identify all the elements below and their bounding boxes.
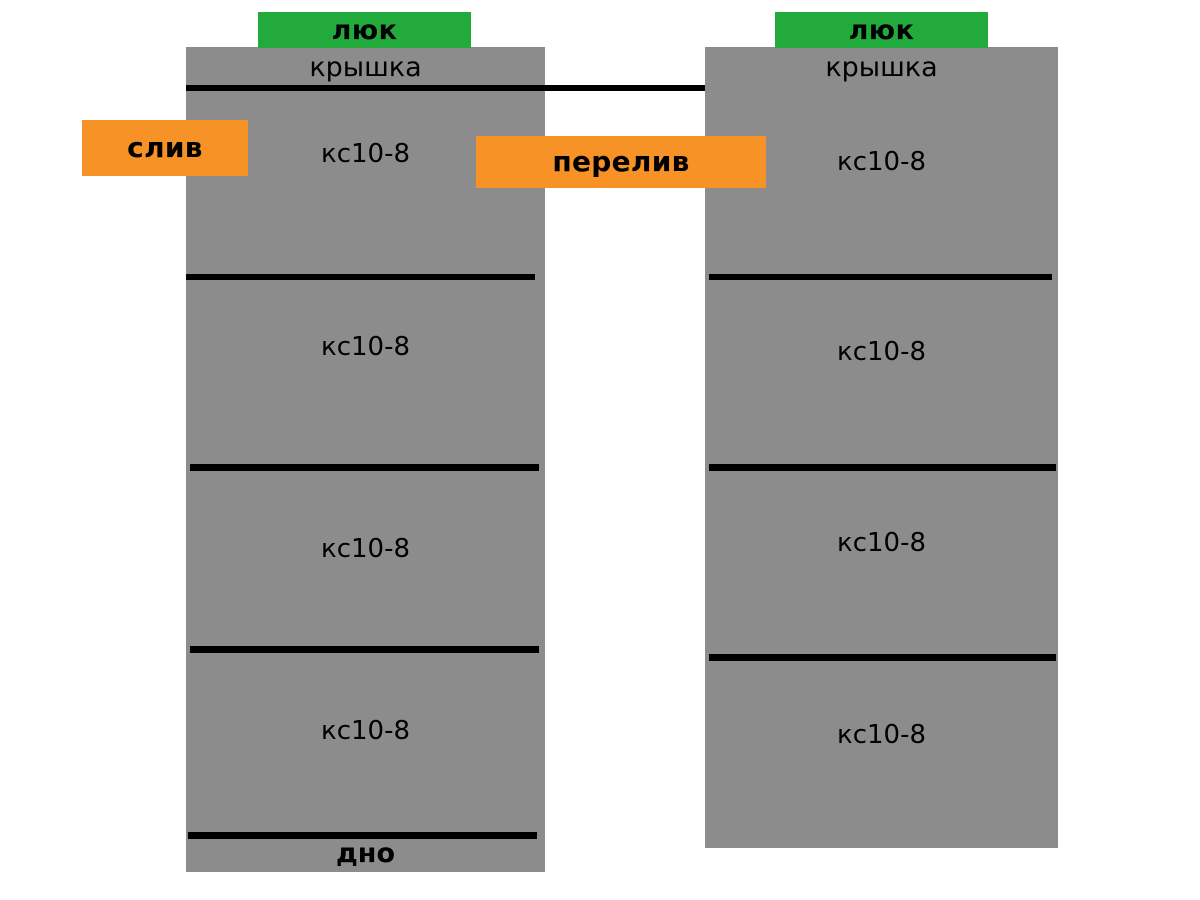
right-ring-divider-2 — [709, 274, 1052, 280]
right-ring-divider-4 — [709, 654, 1056, 661]
left-hatch: люк — [258, 12, 471, 48]
right-ring-label-4: кс10-8 — [836, 720, 926, 750]
drain-pipe: слив — [82, 120, 248, 176]
left-hatch-label: люк — [331, 14, 398, 46]
left-ring-divider-2 — [186, 274, 535, 280]
left-lid-label: крышка — [309, 52, 422, 83]
right-hatch: люк — [775, 12, 988, 48]
overflow-pipe: перелив — [476, 136, 766, 188]
left-ring-label-4: кс10-8 — [320, 716, 410, 746]
right-ring-label-2: кс10-8 — [836, 337, 926, 367]
left-ring-divider-3 — [190, 464, 539, 471]
right-ring-label-3: кс10-8 — [836, 528, 926, 558]
drain-pipe-label: слив — [127, 131, 203, 164]
left-bottom-divider — [188, 832, 537, 839]
overflow-pipe-label: перелив — [552, 145, 690, 178]
right-ring-divider-3 — [709, 464, 1056, 471]
right-ring-label-1: кс10-8 — [836, 147, 926, 177]
right-lid-label: крышка — [825, 52, 938, 83]
left-ring-label-3: кс10-8 — [320, 534, 410, 564]
left-bottom-label: дно — [335, 838, 395, 869]
left-ring-label-1: кс10-8 — [320, 139, 410, 169]
right-hatch-label: люк — [848, 14, 915, 46]
left-ring-divider-1 — [186, 85, 1052, 91]
left-ring-label-2: кс10-8 — [320, 332, 410, 362]
left-ring-divider-4 — [190, 646, 539, 653]
